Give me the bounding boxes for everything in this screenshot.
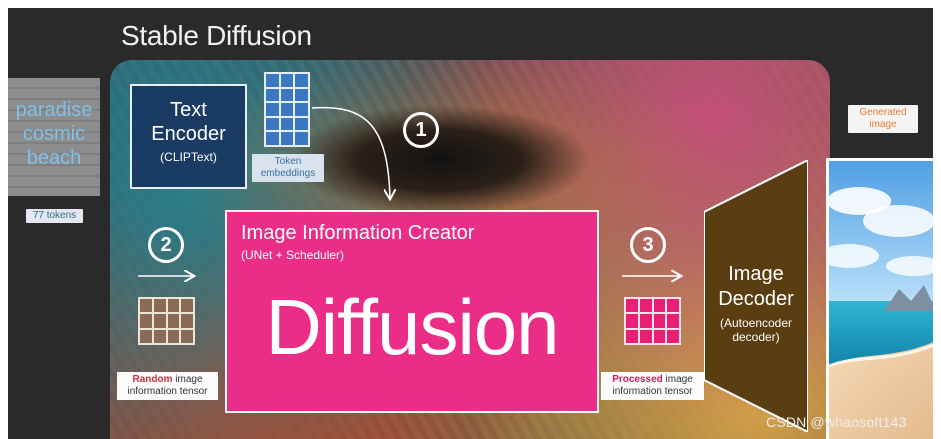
processed-tensor-rest: image bbox=[662, 374, 693, 385]
uic-title: Image Information Creator bbox=[241, 222, 475, 244]
flow-arrows bbox=[138, 106, 933, 439]
processed-tensor-bold: Processed bbox=[612, 374, 663, 385]
prompt-line: cosmic bbox=[22, 123, 86, 145]
processed-tensor-line2: information tensor bbox=[612, 386, 693, 397]
token-embeddings-line: Token bbox=[274, 156, 302, 167]
decoder-line: Image bbox=[728, 263, 784, 285]
generated-image-line: image bbox=[869, 119, 897, 130]
generated-beach-image bbox=[826, 158, 933, 439]
step-3-badge: 3 bbox=[630, 227, 666, 263]
text-encoder-model-label: (CLIPText) bbox=[160, 150, 217, 164]
prompt-line: paradise bbox=[15, 99, 93, 121]
decoder-line: decoder) bbox=[732, 330, 780, 344]
beach-picture bbox=[829, 161, 933, 439]
token-embeddings-label: Token embeddings bbox=[252, 154, 324, 182]
token-embeddings-grid bbox=[264, 72, 310, 147]
diagram-canvas: Stable Diffusion paradise cosmic beach 7… bbox=[8, 8, 933, 439]
image-decoder-label: Image Decoder (Autoencoder decoder) bbox=[704, 262, 808, 344]
step-1-badge: 1 bbox=[403, 112, 439, 148]
random-tensor-label: Random image information tensor bbox=[117, 372, 218, 400]
token-embeddings-line: embeddings bbox=[260, 168, 316, 179]
decoder-line: Decoder bbox=[718, 288, 794, 310]
processed-tensor-label: Processed image information tensor bbox=[601, 372, 704, 400]
prompt-box bbox=[8, 78, 100, 196]
step-2-badge: 2 bbox=[148, 227, 184, 263]
prompt-text: paradise cosmic beach bbox=[8, 98, 100, 170]
page-title: Stable Diffusion bbox=[121, 20, 312, 51]
text-encoder-label: Text bbox=[170, 99, 207, 121]
random-tensor-rest: image bbox=[172, 374, 203, 385]
processed-tensor-grid bbox=[624, 297, 681, 345]
arrow-embeddings-to-unet bbox=[311, 106, 390, 198]
random-tensor-grid bbox=[138, 297, 195, 345]
image-decoder-shape bbox=[704, 160, 808, 432]
random-tensor-line2: information tensor bbox=[127, 386, 208, 397]
prompt-line: beach bbox=[26, 147, 82, 169]
text-encoder-box: Text Encoder (CLIPText) bbox=[130, 84, 247, 189]
token-count-label: 77 tokens bbox=[26, 209, 83, 223]
uic-subtitle: (UNet + Scheduler) bbox=[241, 248, 345, 262]
generated-image-label: Generated image bbox=[848, 105, 918, 133]
text-encoder-label: Encoder bbox=[151, 123, 226, 145]
watermark-text: CSDN @whaosoft143 bbox=[766, 414, 907, 430]
random-tensor-bold: Random bbox=[132, 374, 173, 385]
image-information-creator-box: Image Information Creator (UNet + Schedu… bbox=[225, 210, 599, 413]
decoder-line: (Autoencoder bbox=[719, 316, 793, 330]
diffusion-label: Diffusion bbox=[265, 283, 559, 371]
generated-image-line: Generated bbox=[859, 107, 907, 118]
